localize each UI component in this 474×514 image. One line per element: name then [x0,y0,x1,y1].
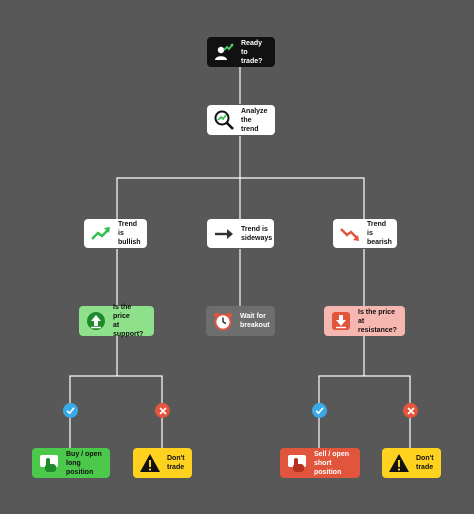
cross-icon [158,406,167,415]
bullish-node: Trend is bullish [84,219,147,248]
bearish-label: Trend is bearish [367,221,392,246]
trend-down-icon [339,223,361,245]
trader-chart-icon [213,41,235,63]
no-marker-left [155,403,170,418]
dont-trade-right-label: Don't trade [416,455,434,471]
support-label: Is the price at support? [113,304,144,338]
resistance-down-icon [330,310,352,332]
hand-click-icon [286,452,308,474]
sideways-node: Trend is sideways [207,219,274,248]
support-up-icon [85,310,107,332]
arrow-right-icon [213,223,235,245]
yes-marker-right [312,403,327,418]
trend-up-icon [90,223,112,245]
resistance-question-node: Is the price at resistance? [324,306,405,336]
check-icon [315,407,324,415]
hand-click-icon [38,452,60,474]
sell-short-node: Sell / open short position [280,448,360,478]
start-node: Ready to trade? [207,37,275,67]
dont-trade-right-node: Don't trade [382,448,441,478]
warning-icon [139,452,161,474]
support-question-node: Is the price at support? [79,304,154,338]
dont-trade-left-label: Don't trade [167,455,185,471]
bearish-node: Trend is bearish [333,219,397,248]
bullish-label: Trend is bullish [118,221,141,246]
wait-label: Wait for breakout [240,313,270,329]
resistance-label: Is the price at resistance? [358,308,397,334]
start-label: Ready to trade? [241,39,263,65]
buy-label: Buy / open long position [66,450,102,476]
buy-long-node: Buy / open long position [32,448,110,478]
wait-breakout-node: Wait for breakout [206,306,275,336]
alarm-clock-icon [212,310,234,332]
sideways-label: Trend is sideways [241,225,273,242]
no-marker-right [403,403,418,418]
cross-icon [406,406,415,415]
dont-trade-left-node: Don't trade [133,448,192,478]
sell-label: Sell / open short position [314,450,350,476]
yes-marker-left [63,403,78,418]
check-icon [66,407,75,415]
magnifier-chart-icon [213,109,235,131]
warning-icon [388,452,410,474]
analyze-node: Analyze the trend [207,105,275,135]
analyze-label: Analyze the trend [241,107,268,133]
